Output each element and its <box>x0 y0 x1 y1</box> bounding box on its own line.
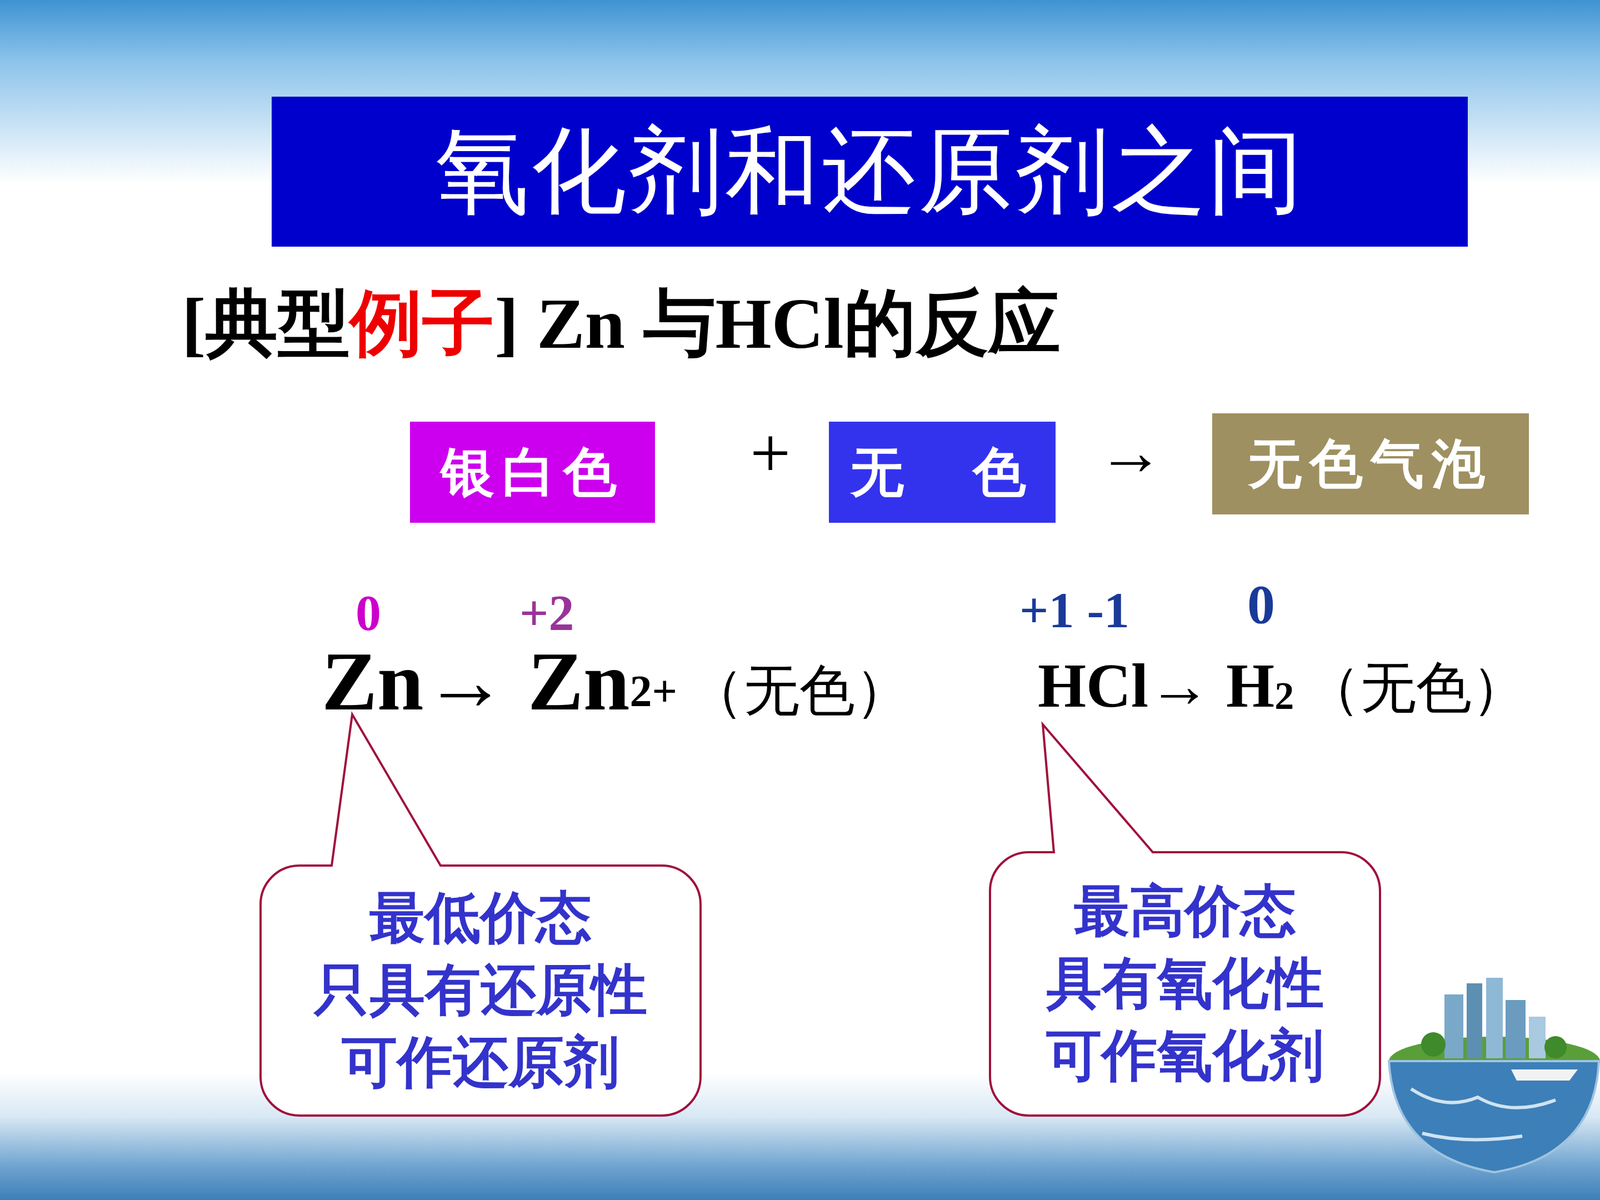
heading-line: [典型例子] Zn 与HCl的反应 <box>181 275 1061 373</box>
callout-box: 最高价态具有氧化性可作氧化剂 <box>990 852 1380 1116</box>
label-text: 例子 <box>350 283 495 364</box>
label-text: 2+ <box>629 666 678 716</box>
label-text: [典型 <box>181 283 350 364</box>
label-text: ] Zn 与HCl的反应 <box>494 283 1060 364</box>
node-text: 无色气泡 <box>1248 429 1493 499</box>
arrow-sign: → <box>1097 413 1164 491</box>
title-text: 氧化剂和还原剂之间 <box>435 108 1305 236</box>
equation-hcl: HCl→ H2（无色） <box>1037 650 1528 727</box>
oxidation-number: +2 <box>519 583 574 643</box>
color-box: 无 色 <box>828 421 1056 523</box>
label-text: （无色） <box>688 660 911 722</box>
label-text: → <box>1097 415 1164 489</box>
node-text: 最高价态 <box>1073 875 1297 948</box>
plus-sign: + <box>750 411 791 495</box>
label-text: + <box>750 412 791 493</box>
oxidation-number: 0 <box>1247 572 1275 637</box>
color-box: 无色气泡 <box>1212 413 1529 515</box>
node-text: 只具有还原性 <box>313 954 648 1027</box>
color-box: 银白色 <box>410 421 655 523</box>
node-text: 可作还原剂 <box>341 1026 620 1099</box>
oxidation-number: +1 -1 <box>1019 580 1130 640</box>
node-text: 无 色 <box>850 437 1034 508</box>
node-text: 银白色 <box>441 437 625 508</box>
equation-zn: Zn→ Zn2+（无色） <box>321 633 911 729</box>
label-text: +2 <box>519 584 574 642</box>
title-band: 氧化剂和还原剂之间 <box>271 96 1468 247</box>
node-text: 可作氧化剂 <box>1046 1020 1324 1093</box>
callout-outline <box>260 714 701 1116</box>
label-text: +1 -1 <box>1019 581 1130 639</box>
callout-box: 最低价态只具有还原性可作还原剂 <box>260 865 701 1116</box>
label-text: Zn→ Zn <box>321 635 630 728</box>
node-text: 具有氧化性 <box>1046 947 1324 1020</box>
label-text: HCl→ H <box>1037 651 1275 720</box>
label-text: 0 <box>355 584 382 642</box>
node-text: 最低价态 <box>369 882 592 955</box>
label-text: （无色） <box>1305 657 1528 719</box>
oxidation-number: 0 <box>355 583 382 643</box>
globe-illustration <box>1388 977 1600 1173</box>
label-text: 2 <box>1274 674 1294 718</box>
callout-outline <box>990 724 1380 1116</box>
label-text: 0 <box>1247 573 1275 635</box>
